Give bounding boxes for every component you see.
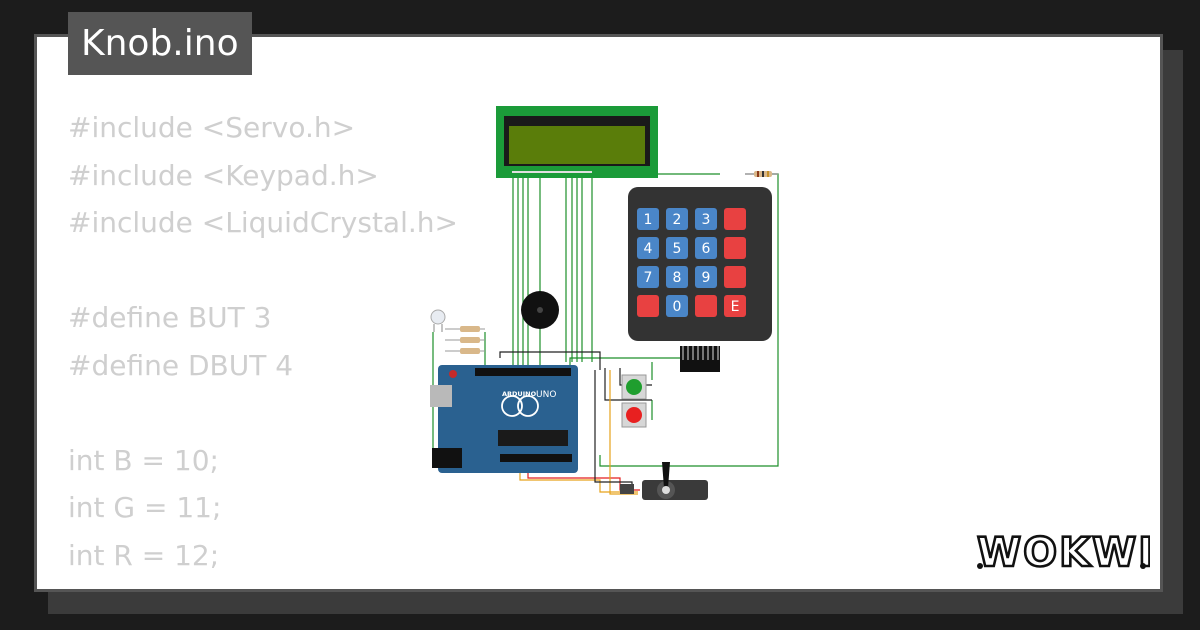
board-brand: ARDUINO [502,390,537,398]
reset-button [449,370,457,378]
keypad-key [695,237,717,259]
keypad-key [695,266,717,288]
code-line: int R = 12; [68,538,220,572]
keypad-key [666,237,688,259]
keypad-key [695,295,717,317]
lcd-screen [509,126,645,164]
keypad-key-label: 6 [702,241,711,257]
servo-motor [620,462,708,500]
keypad-key [724,295,746,317]
buzzer [521,291,559,329]
keypad-key [666,208,688,230]
rgb-led [430,309,446,332]
keypad-key-label: 8 [673,270,682,286]
keypad-key [695,208,717,230]
arduino-logo-icon [501,395,523,417]
arduino-uno-board: ARDUINO UNO [430,365,578,473]
keypad-key-label: 3 [702,212,711,228]
keypad-key [637,208,659,230]
keypad-key [724,208,746,230]
keypad-key-label: 1 [644,212,653,228]
code-line: #include <Keypad.h> [68,158,379,192]
led-resistors [445,326,485,354]
keypad-key [666,266,688,288]
keypad: 1 2 3 4 5 6 7 8 9 0 E [628,187,772,372]
keypad-key-label: E [731,299,740,315]
keypad-key [637,295,659,317]
code-line: int B = 10; [68,443,219,477]
board-model: UNO [536,390,556,400]
code-preview: #include <Servo.h> #include <Keypad.h> #… [68,104,458,579]
code-line [68,247,458,295]
lcd-display [496,106,658,178]
lcd-pins [512,171,592,173]
code-line: #include <LiquidCrystal.h> [68,206,458,239]
keypad-key [666,295,688,317]
resistor [745,171,778,177]
project-title: Knob.ino [68,12,252,75]
push-button-green [621,374,647,400]
push-button-red [621,402,647,428]
keypad-key [724,266,746,288]
code-line [68,389,458,437]
code-line: int G = 11; [68,491,222,524]
keypad-key [637,237,659,259]
code-line: #define DBUT 4 [68,348,294,382]
keypad-key-label: 7 [644,270,653,286]
keypad-key-label: 4 [644,241,653,257]
wokwi-logo: WOKWI [976,529,1150,578]
keypad-key-label: 5 [673,241,682,257]
brand-logo-text: WOKWI [977,530,1150,576]
keypad-key-label: 0 [673,299,682,315]
keypad-key [637,266,659,288]
keypad-key [724,237,746,259]
keypad-key-label: 2 [673,212,682,228]
keypad-key-label: 9 [702,270,711,286]
code-line: #include <Servo.h> [68,111,356,144]
code-line: #define BUT 3 [68,301,272,334]
